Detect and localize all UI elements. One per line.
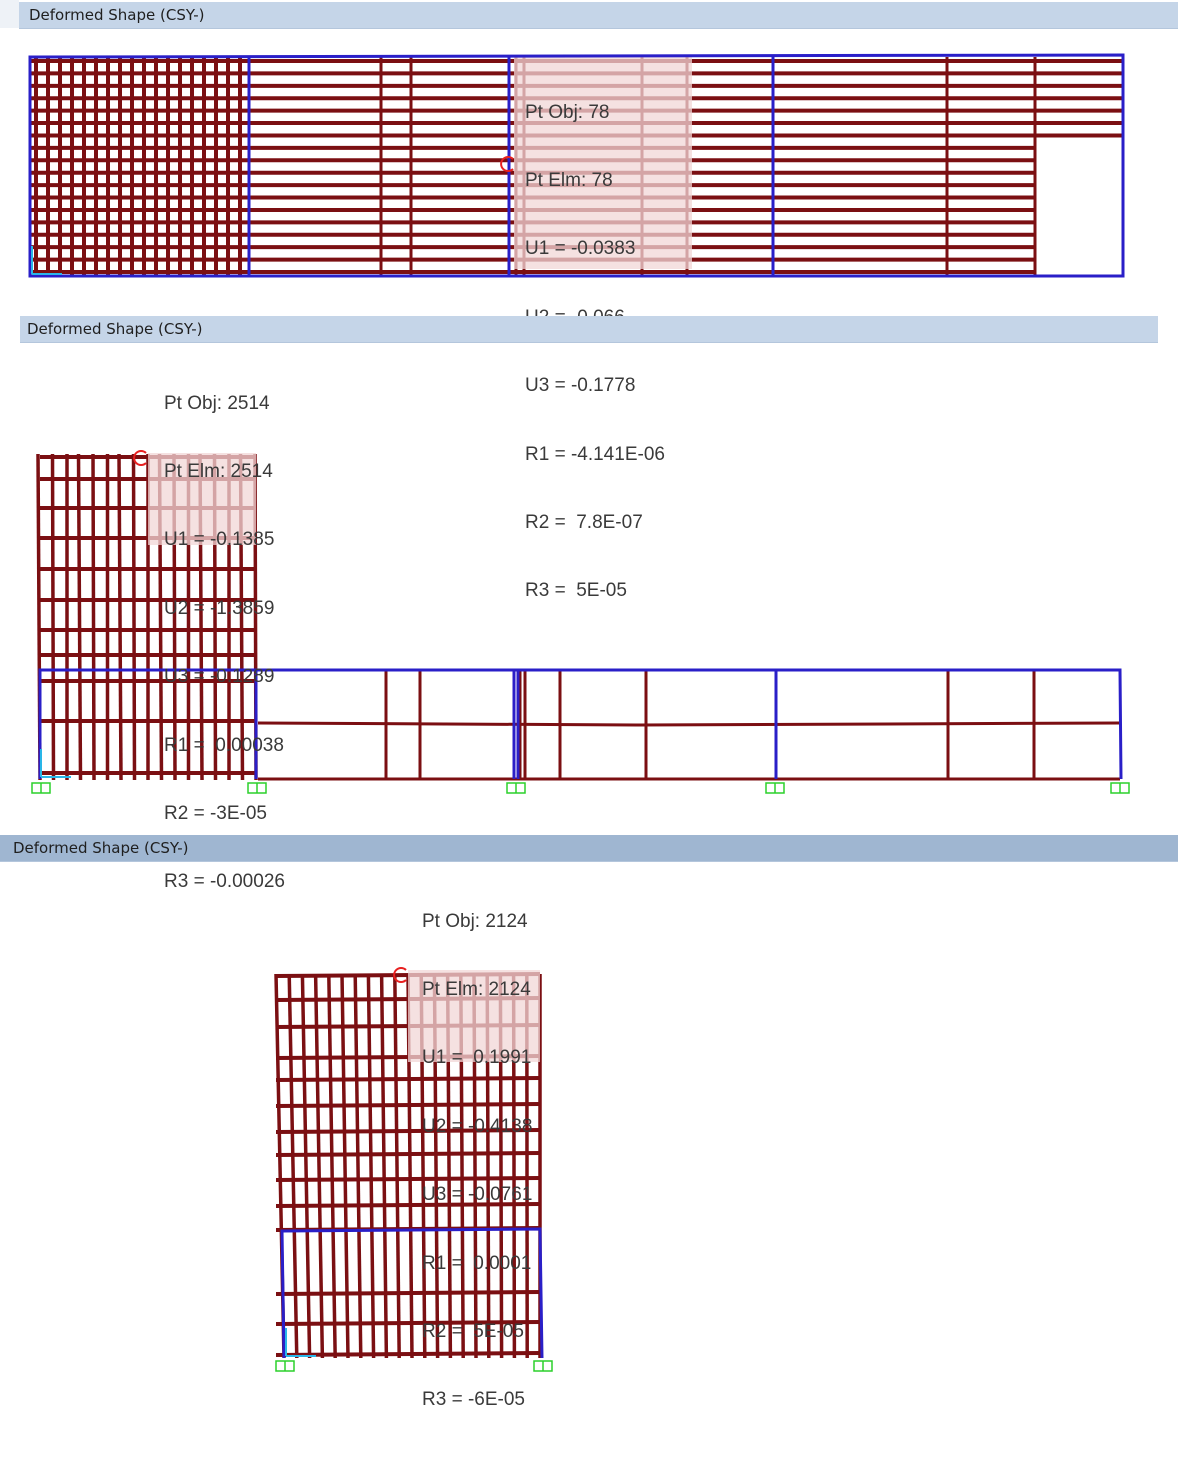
tooltip-u2: U2 = -1.3859 [164, 598, 285, 621]
frame-column-line [289, 974, 297, 1358]
panel-3-point-tooltip: Pt Obj: 2124 Pt Elm: 2124 U1 = 0.1991 U2… [422, 865, 532, 1458]
tooltip-r3: R3 = -6E-05 [422, 1389, 532, 1412]
panel-3-deformed-shape-plot[interactable] [0, 862, 1178, 1378]
panel-3: Deformed Shape (CSY-) Pt Obj: 2124 Pt El… [0, 832, 1178, 1378]
support-icon [276, 1361, 294, 1371]
tooltip-pt-obj: Pt Obj: 2514 [164, 393, 285, 416]
panel-2-title: Deformed Shape (CSY-) [27, 320, 203, 338]
tooltip-u1: U1 = -0.0383 [525, 238, 665, 261]
tooltip-r1: R1 = 0.0001 [422, 1253, 532, 1276]
tooltip-u3: U3 = -0.0761 [422, 1184, 532, 1207]
frame-column-line [79, 454, 81, 780]
tooltip-u1: U1 = -0.1385 [164, 529, 285, 552]
panel-1: Deformed Shape (CSY-) Pt Obj: 78 Pt Elm:… [0, 0, 1178, 312]
support-icon [1111, 783, 1129, 793]
tooltip-pt-elm: Pt Elm: 2124 [422, 979, 532, 1002]
support-icon [32, 783, 50, 793]
tooltip-r2: R2 = 5E-05 [422, 1321, 532, 1344]
panel-1-title: Deformed Shape (CSY-) [29, 6, 205, 24]
frame-column-line [342, 974, 348, 1358]
frame-column-line [329, 974, 335, 1358]
tooltip-u2: U2 = -0.4138 [422, 1116, 532, 1139]
tooltip-pt-obj: Pt Obj: 78 [525, 102, 665, 125]
frame-column-line [93, 454, 94, 780]
tooltip-r2: R2 = -3E-05 [164, 803, 285, 826]
panel-3-titlebar[interactable]: Deformed Shape (CSY-) [0, 835, 1178, 862]
frame-column-line [355, 974, 361, 1358]
support-icon [507, 783, 525, 793]
frame-beam-line [640, 723, 1120, 725]
tooltip-pt-obj: Pt Obj: 2124 [422, 911, 532, 934]
panel-3-canvas[interactable] [0, 862, 1178, 1378]
panel-1-left-strip [0, 0, 19, 28]
tooltip-r1: R1 = 0.00038 [164, 735, 285, 758]
frame-beam-line [258, 723, 640, 725]
frame-column-line [53, 454, 54, 780]
tooltip-pt-elm: Pt Elm: 78 [525, 170, 665, 193]
panel-1-titlebar[interactable]: Deformed Shape (CSY-) [19, 2, 1178, 29]
frame-column-line [395, 974, 399, 1358]
panel-3-title: Deformed Shape (CSY-) [13, 839, 189, 857]
support-icon [766, 783, 784, 793]
frame-column-line [382, 974, 387, 1358]
frame-column-line [119, 454, 121, 780]
frame-column-line [302, 974, 309, 1358]
tooltip-u3: U3 = -0.1289 [164, 666, 285, 689]
support-icon [534, 1361, 552, 1371]
panel-2: Deformed Shape (CSY-) Pt Obj: 2514 Pt El… [0, 312, 1178, 830]
tooltip-pt-elm: Pt Elm: 2514 [164, 461, 285, 484]
tooltip-u1: U1 = 0.1991 [422, 1047, 532, 1070]
frame-column-line [316, 974, 323, 1358]
frame-column-line [134, 454, 135, 780]
frame-column-line [368, 974, 373, 1358]
panel-2-titlebar[interactable]: Deformed Shape (CSY-) [20, 316, 1158, 343]
